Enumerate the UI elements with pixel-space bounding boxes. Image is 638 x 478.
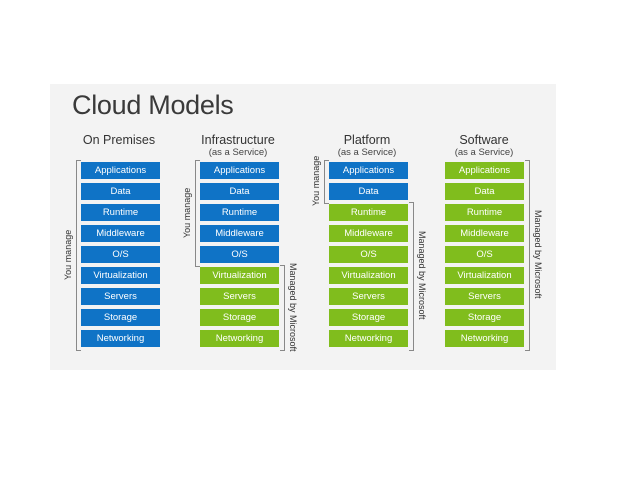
infrastructure-layer-applications: Applications: [200, 162, 279, 179]
software-layer-storage: Storage: [445, 309, 524, 326]
platform-layer-runtime: Runtime: [329, 204, 408, 221]
software-layer-virtualization: Virtualization: [445, 267, 524, 284]
software-layer-servers: Servers: [445, 288, 524, 305]
infrastructure-layer-servers: Servers: [200, 288, 279, 305]
on-premises-layer-applications: Applications: [81, 162, 160, 179]
software-managed-bracket: [525, 160, 530, 351]
on-premises-layer-o-s: O/S: [81, 246, 160, 263]
platform-layer-servers: Servers: [329, 288, 408, 305]
platform-layer-middleware: Middleware: [329, 225, 408, 242]
platform-title: Platform: [343, 133, 391, 147]
infrastructure-you-manage-label: You manage: [182, 187, 192, 238]
infrastructure-title: Infrastructure: [201, 133, 275, 147]
on-premises-layer-servers: Servers: [81, 288, 160, 305]
infrastructure-layer-virtualization: Virtualization: [200, 267, 279, 284]
platform-managed-bracket: [409, 202, 414, 351]
platform-layer-data: Data: [329, 183, 408, 200]
software-layer-middleware: Middleware: [445, 225, 524, 242]
on-premises-layer-networking: Networking: [81, 330, 160, 347]
on-premises-layer-storage: Storage: [81, 309, 160, 326]
software-layer-runtime: Runtime: [445, 204, 524, 221]
software-layer-o-s: O/S: [445, 246, 524, 263]
on-premises-layer-middleware: Middleware: [81, 225, 160, 242]
on-premises-title: On Premises: [82, 133, 156, 147]
platform-subtitle: (as a Service): [337, 147, 397, 158]
platform-you-manage-label: You manage: [311, 155, 321, 206]
infrastructure-layer-middleware: Middleware: [200, 225, 279, 242]
infrastructure-subtitle: (as a Service): [208, 147, 268, 158]
on-premises-layer-runtime: Runtime: [81, 204, 160, 221]
software-title: Software: [459, 133, 509, 147]
platform-layer-storage: Storage: [329, 309, 408, 326]
on-premises-you-manage-bracket: [76, 160, 81, 351]
platform-header: Platform(as a Service): [307, 133, 427, 159]
infrastructure-layer-data: Data: [200, 183, 279, 200]
software-header: Software(as a Service): [424, 133, 544, 159]
infrastructure-layer-storage: Storage: [200, 309, 279, 326]
on-premises-you-manage-label: You manage: [63, 229, 73, 280]
platform-layer-o-s: O/S: [329, 246, 408, 263]
platform-you-manage-bracket: [324, 160, 329, 204]
platform-managed-label: Managed by Microsoft: [417, 231, 427, 320]
software-subtitle: (as a Service): [454, 147, 514, 158]
infrastructure-layer-networking: Networking: [200, 330, 279, 347]
platform-layer-networking: Networking: [329, 330, 408, 347]
infrastructure-you-manage-bracket: [195, 160, 200, 267]
software-layer-applications: Applications: [445, 162, 524, 179]
infrastructure-layer-runtime: Runtime: [200, 204, 279, 221]
platform-layer-virtualization: Virtualization: [329, 267, 408, 284]
page-title: Cloud Models: [72, 90, 234, 120]
on-premises-layer-data: Data: [81, 183, 160, 200]
on-premises-layer-virtualization: Virtualization: [81, 267, 160, 284]
infrastructure-header: Infrastructure(as a Service): [178, 133, 298, 159]
infrastructure-managed-label: Managed by Microsoft: [288, 262, 298, 352]
software-layer-data: Data: [445, 183, 524, 200]
software-layer-networking: Networking: [445, 330, 524, 347]
software-managed-label: Managed by Microsoft: [533, 210, 543, 299]
infrastructure-layer-o-s: O/S: [200, 246, 279, 263]
infrastructure-managed-bracket: [280, 265, 285, 351]
on-premises-header: On Premises: [59, 133, 179, 147]
platform-layer-applications: Applications: [329, 162, 408, 179]
